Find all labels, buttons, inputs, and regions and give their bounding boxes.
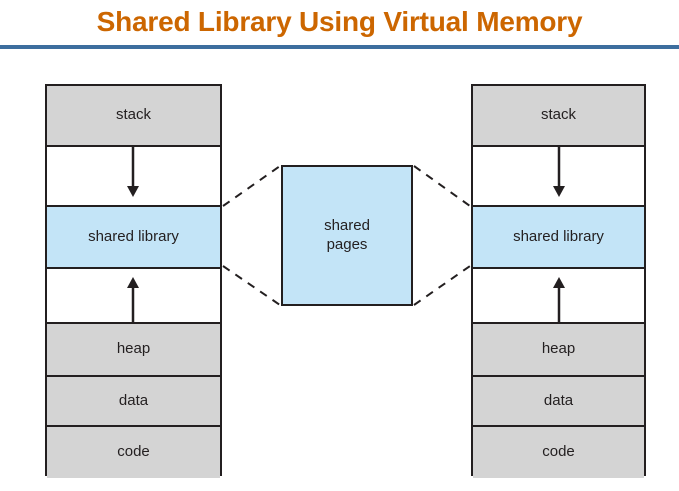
connector-right-bottom <box>413 265 471 306</box>
right-segment-stack: stack <box>473 86 644 147</box>
left-segment-code-label: code <box>117 443 150 461</box>
connector-left-bottom <box>222 265 281 306</box>
right-segment-heap-label: heap <box>541 340 576 358</box>
right-segment-data: data <box>473 377 644 427</box>
left-segment-shared-library: shared library <box>47 207 220 269</box>
right-segment-stack-label: stack <box>540 106 576 124</box>
right-segment-heap: heap <box>473 324 644 377</box>
left-segment-heap-label: heap <box>116 340 151 358</box>
right-segment-code-label: code <box>542 443 575 461</box>
left-segment-gap-upper <box>47 147 220 207</box>
page-title: Shared Library Using Virtual Memory <box>96 6 583 37</box>
left-segment-code: code <box>47 427 220 478</box>
left-process-address-space: stack shared library heap data code <box>45 84 222 478</box>
connector-left-top <box>222 165 281 207</box>
connector-right-top <box>413 165 471 207</box>
right-process-address-space: stack shared library heap data code <box>471 84 646 478</box>
left-segment-data-label: data <box>118 391 149 409</box>
left-segment-stack-label: stack <box>115 106 151 124</box>
left-segment-heap: heap <box>47 324 220 377</box>
right-segment-code: code <box>473 427 644 478</box>
left-segment-gap-lower <box>47 269 220 324</box>
left-segment-stack: stack <box>47 86 220 147</box>
left-segment-shared-library-label: shared library <box>88 227 179 245</box>
right-segment-shared-library-label: shared library <box>513 227 604 245</box>
shared-pages-label: shared pages <box>324 216 370 253</box>
left-segment-data: data <box>47 377 220 427</box>
slide-header: Shared Library Using Virtual Memory <box>0 0 679 50</box>
right-segment-shared-library: shared library <box>473 207 644 269</box>
title-divider-rule <box>0 45 679 49</box>
right-segment-gap-lower <box>473 269 644 324</box>
right-segment-data-label: data <box>543 391 574 409</box>
right-segment-gap-upper <box>473 147 644 207</box>
shared-pages-box: shared pages <box>281 165 413 306</box>
